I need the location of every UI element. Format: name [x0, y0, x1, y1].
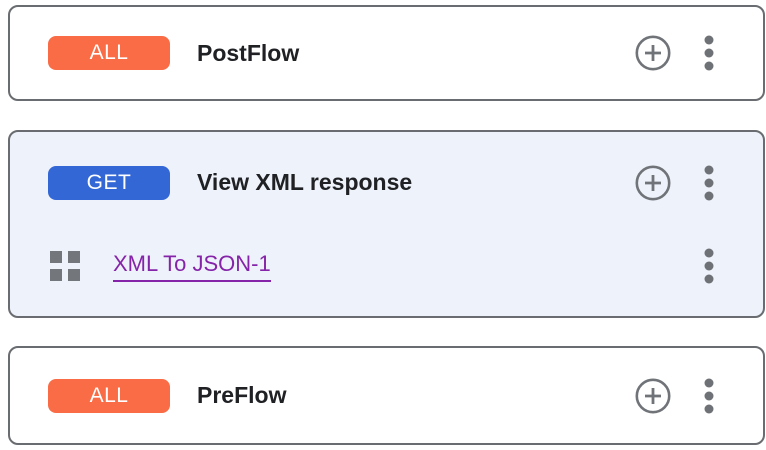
add-policy-button[interactable]	[634, 377, 672, 415]
flow-card-view-xml-response[interactable]: GET View XML response	[8, 130, 765, 318]
circled-plus-icon	[634, 164, 672, 202]
overflow-menu-button[interactable]	[704, 34, 714, 72]
vertical-ellipsis-icon	[704, 34, 714, 72]
flow-title: PostFlow	[197, 39, 300, 66]
method-badge: ALL	[48, 36, 170, 70]
flow-actions	[634, 377, 714, 415]
method-badge: GET	[48, 165, 170, 200]
flow-card-preflow[interactable]: ALL PreFlow	[8, 346, 765, 445]
flow-header-row: GET View XML response	[10, 132, 763, 233]
flow-title: View XML response	[197, 169, 413, 195]
vertical-ellipsis-icon	[704, 377, 714, 415]
policy-grid-icon	[50, 251, 80, 281]
circled-plus-icon	[634, 34, 672, 72]
vertical-ellipsis-icon	[704, 247, 714, 285]
flow-title: PreFlow	[197, 382, 287, 408]
flow-actions	[634, 164, 714, 202]
add-policy-button[interactable]	[634, 34, 672, 72]
overflow-menu-button[interactable]	[704, 164, 714, 202]
flow-header-row: ALL PostFlow	[10, 7, 763, 99]
policy-link-xml-to-json[interactable]: XML To JSON-1	[113, 251, 271, 282]
method-badge: ALL	[48, 378, 170, 413]
add-policy-button[interactable]	[634, 164, 672, 202]
policy-row: XML To JSON-1	[10, 233, 763, 299]
policy-actions	[704, 247, 714, 285]
overflow-menu-button[interactable]	[704, 247, 714, 285]
vertical-ellipsis-icon	[704, 164, 714, 202]
flow-header-row: ALL PreFlow	[10, 348, 763, 443]
flow-actions	[634, 34, 714, 72]
circled-plus-icon	[634, 377, 672, 415]
flow-card-postflow[interactable]: ALL PostFlow	[8, 5, 765, 101]
overflow-menu-button[interactable]	[704, 377, 714, 415]
